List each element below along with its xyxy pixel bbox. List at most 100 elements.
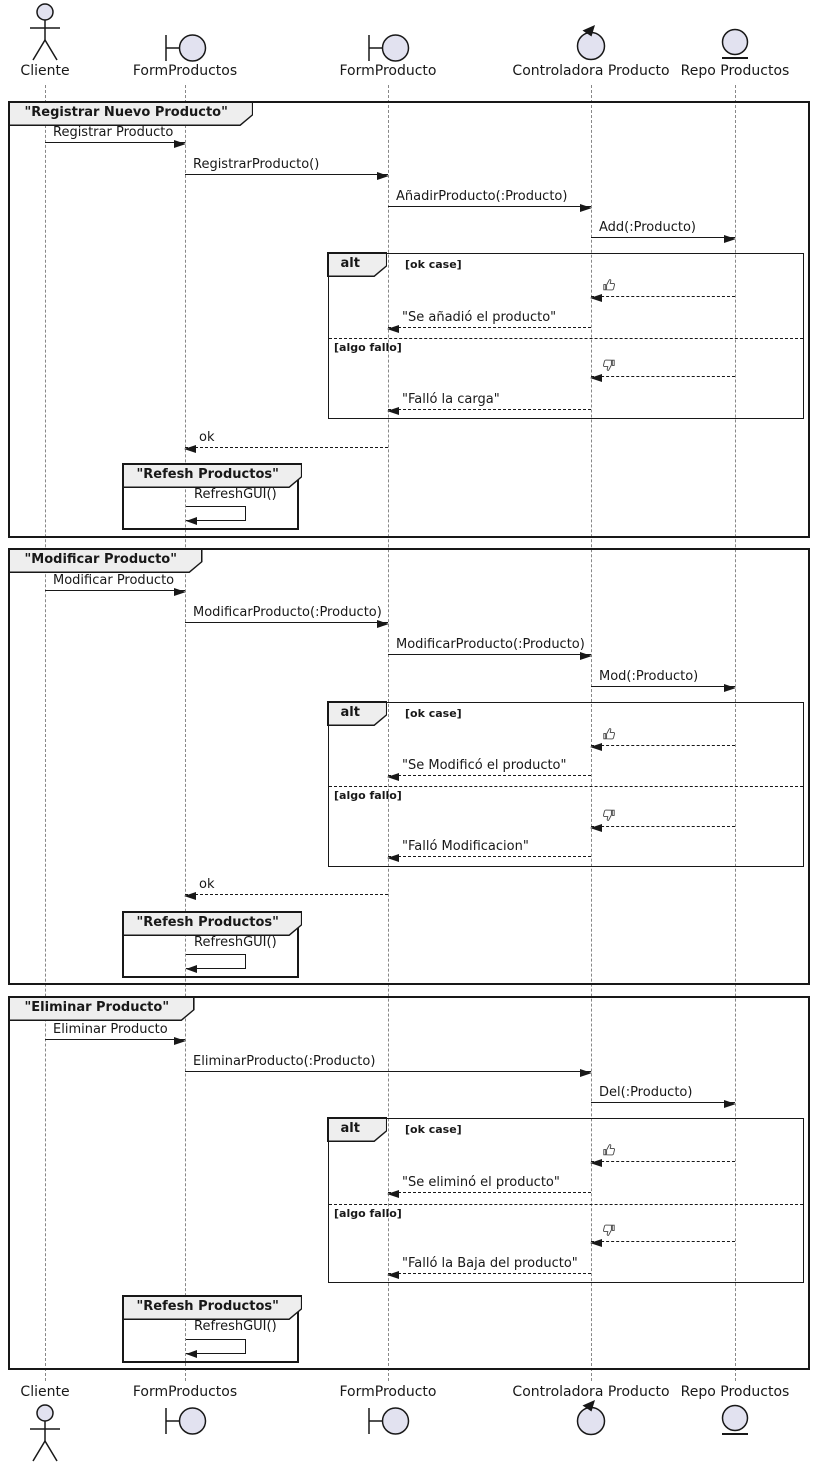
arrowhead — [590, 294, 602, 302]
frame-modificar-producto: "Modificar Producto" — [8, 548, 810, 985]
self-message-refreshgui — [186, 954, 246, 973]
frame-title: "Eliminar Producto" — [10, 998, 194, 1020]
arrowhead — [724, 1100, 736, 1108]
guard-algo-fallo: [algo fallo] — [334, 1207, 402, 1220]
guard-algo-fallo: [algo fallo] — [334, 341, 402, 354]
participant-label-formproductos: FormProductos — [132, 63, 238, 79]
participant-label-formproducto: FormProducto — [339, 63, 437, 79]
guard-ok-case: [ok case] — [405, 1123, 462, 1136]
control-icon — [574, 24, 608, 66]
arrowhead — [387, 773, 399, 781]
guard-ok-case: [ok case] — [405, 258, 462, 271]
subframe-title-tab: "Refesh Productos" — [122, 463, 302, 488]
message-eliminarproducto-call: EliminarProducto(:Producto) — [185, 1053, 592, 1077]
thumbs-down-icon — [602, 808, 616, 826]
message-mod-call: Mod(:Producto) — [591, 668, 736, 692]
participant-label-formproducto-bottom: FormProducto — [339, 1384, 437, 1400]
alt-divider — [329, 786, 803, 787]
frame-refesh-productos: "Refesh Productos" — [122, 1295, 299, 1363]
boundary-icon — [164, 1404, 208, 1442]
alt-tab: alt — [327, 252, 387, 277]
alt-tab: alt — [327, 1117, 387, 1142]
lifeline-formproductos — [185, 85, 186, 1381]
frame-title-tab: "Modificar Producto" — [8, 548, 203, 573]
arrowhead — [174, 1037, 186, 1045]
arrowhead — [590, 1239, 602, 1247]
return-thumbs-up — [590, 278, 735, 302]
message-anadirproducto-call: AñadirProducto(:Producto) — [388, 188, 592, 212]
arrowhead — [590, 824, 602, 832]
thumbs-up-icon — [602, 727, 616, 745]
arrowhead — [387, 407, 399, 415]
arrowhead — [184, 445, 196, 453]
frame-title: "Registrar Nuevo Producto" — [10, 103, 252, 125]
message-registrar-producto: Registrar Producto — [45, 124, 186, 148]
actor-icon — [25, 2, 65, 67]
lifeline-controladora — [591, 85, 592, 1381]
lifeline-cliente — [45, 85, 46, 1381]
boundary-icon — [367, 1404, 411, 1442]
return-se-modifico: "Se Modificó el producto" — [387, 757, 591, 781]
self-message-label: RefreshGUI() — [194, 935, 277, 950]
frame-refesh-productos: "Refesh Productos" — [122, 463, 299, 530]
arrowhead — [184, 892, 196, 900]
arrowhead — [580, 204, 592, 212]
frame-registrar-nuevo-producto: "Registrar Nuevo Producto" — [8, 101, 810, 538]
lifeline-formproducto — [388, 85, 389, 1381]
control-icon — [574, 1399, 608, 1441]
self-message-refreshgui — [186, 506, 246, 525]
alt-divider — [329, 1204, 803, 1205]
arrowhead — [387, 1190, 399, 1198]
subframe-title-tab: "Refesh Productos" — [122, 1295, 302, 1320]
arrowhead — [186, 517, 197, 525]
alt-label: alt — [329, 703, 386, 725]
alt-fragment-eliminar: alt [ok case] [algo fallo] — [328, 1118, 804, 1283]
participant-label-formproductos-bottom: FormProductos — [132, 1384, 238, 1400]
return-thumbs-up — [590, 1143, 735, 1167]
subframe-title: "Refesh Productos" — [124, 1297, 301, 1319]
frame-eliminar-producto: "Eliminar Producto" — [8, 996, 810, 1370]
alt-fragment-registrar: alt [ok case] [algo fallo] — [328, 253, 804, 419]
entity-icon — [719, 27, 751, 65]
return-thumbs-down — [590, 808, 735, 832]
entity-icon — [719, 1403, 751, 1441]
arrowhead — [377, 172, 389, 180]
message-del-call: Del(:Producto) — [591, 1084, 736, 1108]
arrowhead — [590, 743, 602, 751]
frame-title-tab: "Registrar Nuevo Producto" — [8, 101, 253, 126]
arrowhead — [387, 325, 399, 333]
return-thumbs-down — [590, 358, 735, 382]
boundary-icon — [164, 31, 208, 69]
alt-label: alt — [329, 1119, 386, 1141]
arrowhead — [387, 854, 399, 862]
self-message-label: RefreshGUI() — [194, 487, 277, 502]
participant-label-cliente: Cliente — [20, 63, 70, 79]
message-eliminar-producto: Eliminar Producto — [45, 1021, 186, 1045]
guard-algo-fallo: [algo fallo] — [334, 789, 402, 802]
arrowhead — [724, 684, 736, 692]
return-ok: ok — [184, 876, 388, 900]
arrowhead — [377, 620, 389, 628]
thumbs-up-icon — [602, 1143, 616, 1161]
return-fallo-carga: "Falló la carga" — [387, 391, 591, 415]
participant-label-repo-bottom: Repo Productos — [680, 1384, 790, 1400]
boundary-icon — [367, 31, 411, 69]
arrowhead — [387, 1271, 399, 1279]
arrowhead — [186, 1350, 197, 1358]
participant-label-controladora: Controladora Producto — [512, 63, 670, 79]
self-message-refreshgui — [186, 1339, 246, 1358]
thumbs-down-icon — [602, 358, 616, 376]
message-add-call: Add(:Producto) — [591, 219, 736, 243]
subframe-title: "Refesh Productos" — [124, 913, 301, 935]
message-modificarproducto-call-1: ModificarProducto(:Producto) — [185, 604, 389, 628]
alt-fragment-modificar: alt [ok case] [algo fallo] — [328, 702, 804, 867]
message-modificarproducto-call-2: ModificarProducto(:Producto) — [388, 636, 592, 660]
frame-refesh-productos: "Refesh Productos" — [122, 911, 299, 978]
frame-title-tab: "Eliminar Producto" — [8, 996, 195, 1021]
arrowhead — [590, 374, 602, 382]
thumbs-down-icon — [602, 1223, 616, 1241]
arrowhead — [580, 652, 592, 660]
alt-divider — [329, 338, 803, 339]
return-thumbs-down — [590, 1223, 735, 1247]
participant-label-cliente-bottom: Cliente — [20, 1384, 70, 1400]
